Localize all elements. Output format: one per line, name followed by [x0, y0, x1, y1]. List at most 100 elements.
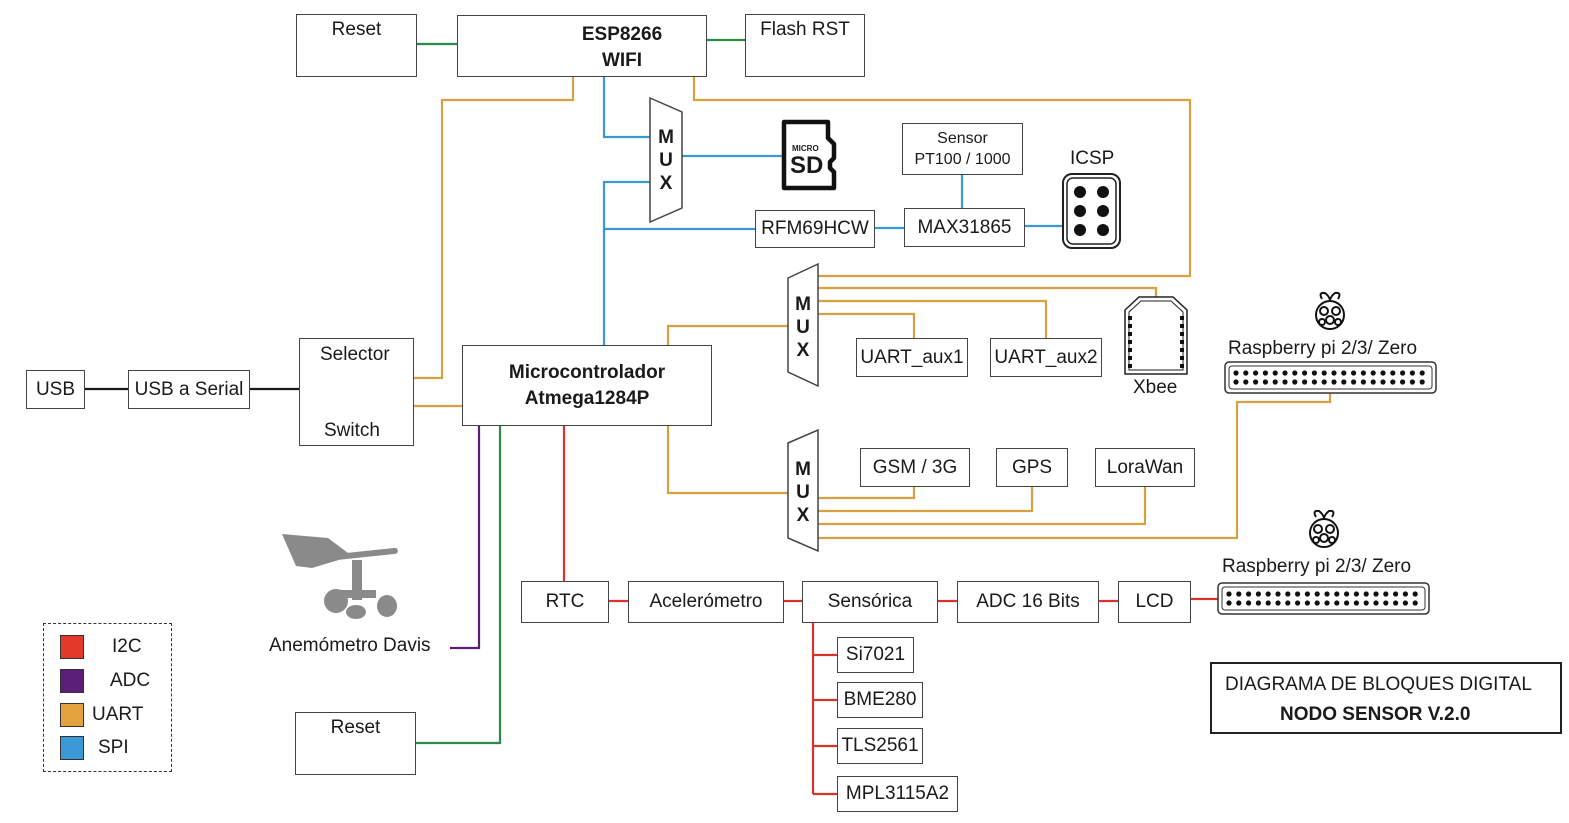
uart-aux1-port: UART_aux1	[856, 338, 968, 377]
sensor-mpl3115a2-label: MPL3115A2	[845, 783, 950, 804]
header-pin	[1236, 591, 1242, 597]
header-pin	[1363, 600, 1369, 606]
header-pin	[1295, 591, 1301, 597]
header-pin	[1282, 379, 1288, 385]
sensor-tls2561: TLS2561	[837, 728, 923, 764]
usb-label: USB	[35, 378, 76, 400]
gps-label: GPS	[1011, 456, 1053, 478]
header-pin	[1253, 379, 1259, 385]
wire-mux2-xbee	[818, 286, 1158, 298]
header-pin	[1400, 370, 1406, 376]
anemometer-icon	[282, 534, 398, 619]
header-pin	[1295, 600, 1301, 606]
legend-swatch-spi	[60, 736, 84, 760]
uart-aux1-label: UART_aux1	[860, 346, 964, 368]
wire-mux3-rpi	[818, 392, 1332, 540]
rfm69hcw-label: RFM69HCW	[761, 218, 869, 239]
rpi-header-top	[1224, 361, 1437, 394]
esp8266-title: ESP8266	[581, 24, 663, 45]
raspberry-pi-icon	[1315, 291, 1345, 330]
header-pin	[1373, 600, 1379, 606]
mcu-line1: Microcontrolador	[508, 361, 666, 383]
header-pin	[1311, 379, 1317, 385]
reset-button-bottom[interactable]: Reset	[295, 712, 416, 775]
diagram-title-line1: DIAGRAMA DE BLOQUES DIGITAL	[1225, 674, 1532, 695]
legend-swatch-adc	[60, 669, 84, 693]
header-pin	[1243, 379, 1249, 385]
wire-anemometer-mcu	[450, 426, 481, 650]
rtc-label: RTC	[545, 591, 585, 612]
wire-esp-mux1	[602, 76, 650, 139]
header-pin	[1393, 591, 1399, 597]
rpi-label-bottom: Raspberry pi 2/3/ Zero	[1222, 556, 1412, 577]
header-pin	[1400, 379, 1406, 385]
header-pin	[1272, 379, 1278, 385]
header-pin	[1419, 370, 1425, 376]
legend-label-i2c: I2C	[112, 636, 142, 657]
legend-label-uart: UART	[92, 704, 144, 725]
header-pin	[1380, 370, 1386, 376]
header-pin	[1304, 591, 1310, 597]
max31865-module: MAX31865	[904, 208, 1025, 247]
header-pin	[1311, 370, 1317, 376]
header-pin	[1246, 600, 1252, 606]
sensor-pt-line2: PT100 / 1000	[914, 151, 1011, 168]
usb-serial-converter: USB a Serial	[128, 370, 250, 409]
xbee-icon	[1124, 296, 1188, 375]
sensor-tls2561-label: TLS2561	[841, 735, 919, 756]
header-pin	[1331, 370, 1337, 376]
wire-mcu-mux2	[666, 324, 788, 346]
mcu-line2: Atmega1284P	[524, 387, 650, 409]
header-pin	[1402, 591, 1408, 597]
accelerometer-label: Acelerómetro	[649, 591, 763, 612]
reset-button-top[interactable]: Reset	[296, 14, 417, 77]
header-pin	[1226, 600, 1232, 606]
header-pin	[1314, 600, 1320, 606]
legend-item: I2C	[60, 635, 142, 659]
header-pin	[1412, 591, 1418, 597]
sensor-pt-line1: Sensor	[937, 130, 988, 147]
header-pin	[1262, 370, 1268, 376]
legend-item: SPI	[60, 736, 129, 760]
sensor-pt100-box: Sensor PT100 / 1000	[902, 123, 1023, 175]
header-pin	[1409, 379, 1415, 385]
header-pin	[1255, 600, 1261, 606]
flash-rst-button[interactable]: Flash RST	[745, 14, 865, 77]
header-pin	[1402, 600, 1408, 606]
header-pin	[1324, 591, 1330, 597]
header-pin	[1272, 370, 1278, 376]
sensor-bme280-label: BME280	[843, 689, 917, 710]
gps-module: GPS	[996, 448, 1068, 487]
microsd-big-label: SD	[790, 152, 824, 179]
header-pin	[1360, 379, 1366, 385]
header-pin	[1292, 379, 1298, 385]
mux3-label: M U X	[795, 459, 811, 526]
lcd-module: LCD	[1118, 581, 1191, 623]
header-pin	[1292, 370, 1298, 376]
header-pin	[1353, 600, 1359, 606]
header-pin	[1282, 370, 1288, 376]
lorawan-module: LoraWan	[1095, 448, 1195, 487]
header-pin	[1373, 591, 1379, 597]
header-pin	[1383, 591, 1389, 597]
header-pin	[1243, 370, 1249, 376]
header-pin	[1304, 600, 1310, 606]
uart-aux2-port: UART_aux2	[990, 338, 1102, 377]
header-pin	[1353, 591, 1359, 597]
header-pin	[1370, 370, 1376, 376]
rfm69hcw-module: RFM69HCW	[755, 210, 875, 248]
uart-aux2-label: UART_aux2	[994, 346, 1098, 368]
sensor-bme280: BME280	[837, 682, 923, 718]
selector-switch[interactable]	[299, 338, 414, 446]
header-pin	[1285, 591, 1291, 597]
rpi-label-top: Raspberry pi 2/3/ Zero	[1228, 338, 1418, 359]
header-pin	[1334, 600, 1340, 606]
diagram-title-line2: NODO SENSOR V.2.0	[1280, 704, 1471, 725]
wire-mux2-aux2	[818, 299, 1048, 338]
header-pin	[1255, 591, 1261, 597]
sensorica-block: Sensórica	[802, 581, 938, 623]
mux-shape-2	[787, 262, 819, 388]
usb-port: USB	[26, 370, 85, 409]
wire-mcu-reset-bottom	[416, 426, 502, 745]
max31865-label: MAX31865	[917, 216, 1012, 238]
